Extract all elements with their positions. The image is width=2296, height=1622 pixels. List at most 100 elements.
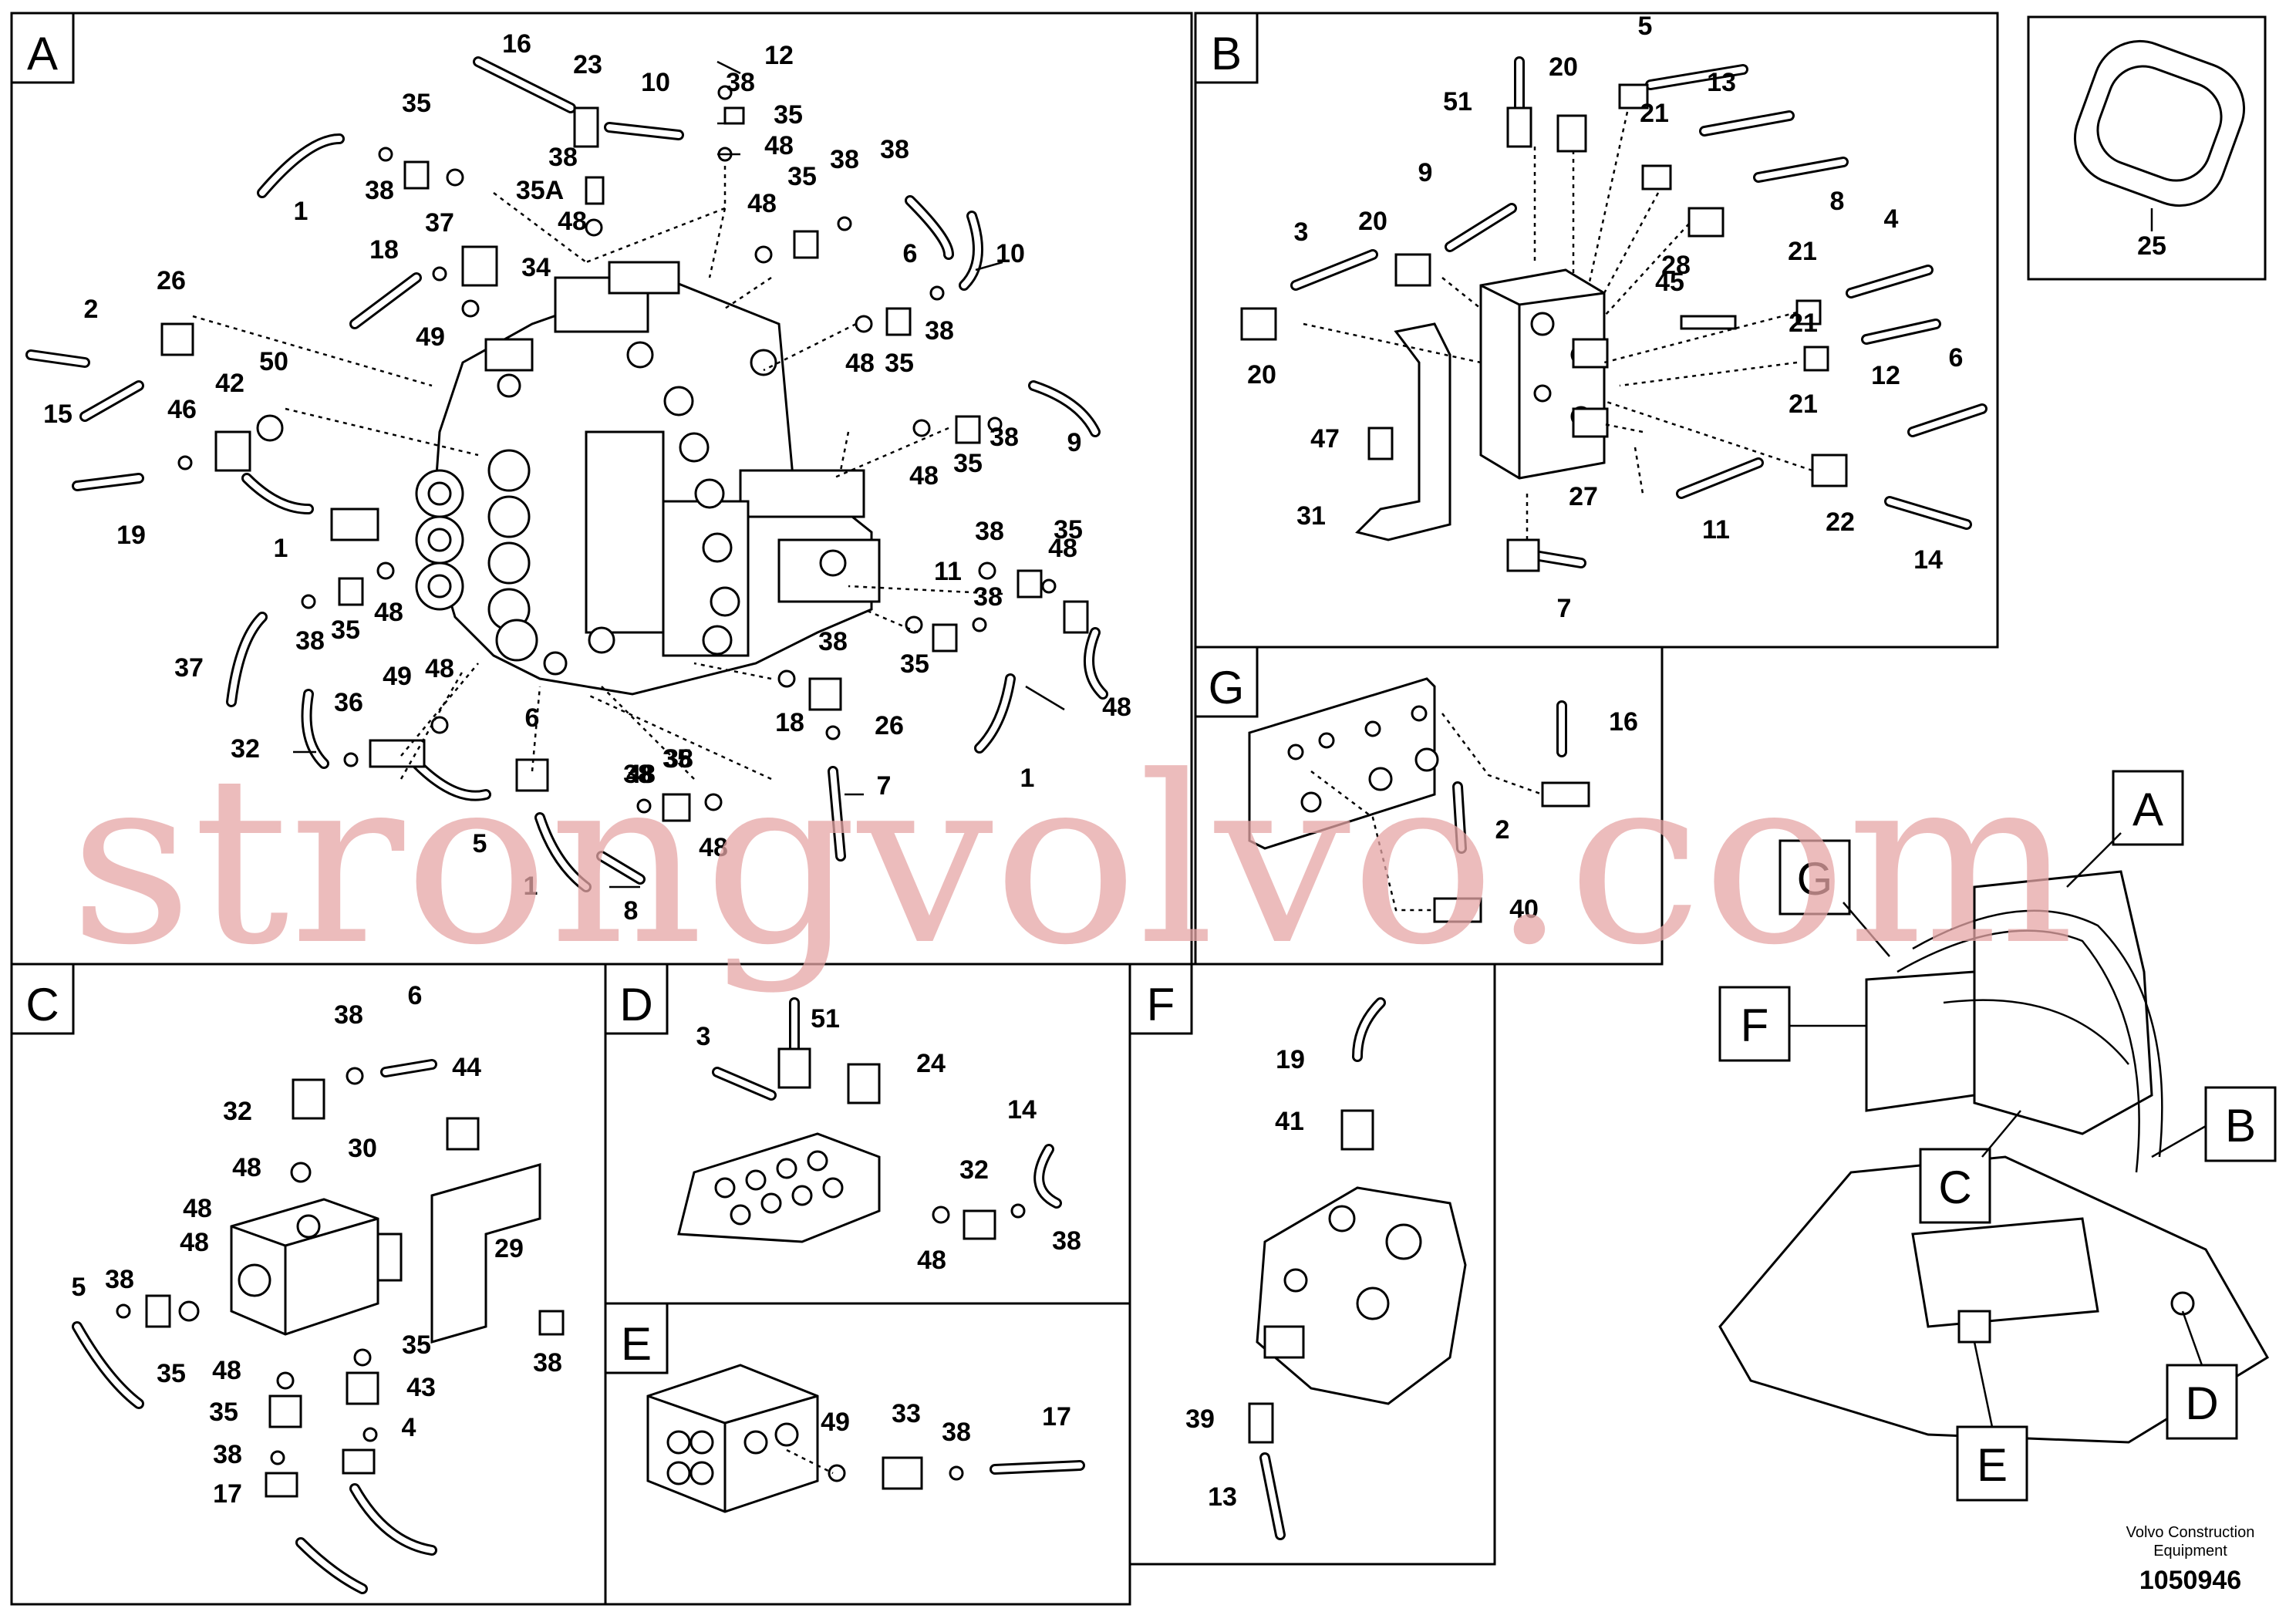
svg-text:E: E bbox=[1977, 1439, 2008, 1491]
panel-g-drawing bbox=[1248, 677, 1590, 923]
callout-c-12: 48 bbox=[212, 1356, 241, 1385]
callout-g-0: 16 bbox=[1609, 707, 1638, 737]
callout-a-3: 38 bbox=[726, 68, 755, 97]
svg-text:F: F bbox=[1741, 1000, 1769, 1051]
callout-c-2: 44 bbox=[452, 1053, 481, 1082]
callout-b-22: 11 bbox=[1702, 515, 1730, 545]
svg-text:G: G bbox=[1797, 853, 1833, 905]
panel-letter-c: C bbox=[10, 963, 75, 1035]
overview-label-b: B bbox=[2151, 1086, 2277, 1162]
panel-a-connection-lines bbox=[192, 166, 1003, 781]
mounting-plate bbox=[1248, 677, 1436, 850]
callout-a-19: 37 bbox=[425, 208, 454, 238]
svg-text:C: C bbox=[25, 979, 59, 1030]
callout-a-30: 15 bbox=[43, 400, 72, 429]
callout-b-7: 20 bbox=[1358, 207, 1387, 236]
callout-a-13: 48 bbox=[558, 207, 587, 236]
callout-a-58: 38 bbox=[664, 744, 693, 774]
svg-text:C: C bbox=[1938, 1162, 1971, 1213]
callout-b-20: 27 bbox=[1569, 482, 1598, 511]
callout-a-14: 48 bbox=[747, 189, 777, 218]
callout-c-13: 35 bbox=[402, 1330, 431, 1360]
callout-a-62: 7 bbox=[877, 771, 892, 801]
footer-drawing-number: 1050946 bbox=[2139, 1566, 2242, 1595]
callout-a-40: 38 bbox=[295, 626, 325, 656]
callout-a-2: 12 bbox=[764, 41, 794, 70]
callout-a-35: 9 bbox=[1067, 428, 1082, 457]
callout-a-37: 1 bbox=[274, 534, 288, 563]
callout-b-14: 21 bbox=[1789, 309, 1818, 338]
callout-f-2: 39 bbox=[1185, 1404, 1215, 1434]
callout-b-3: 13 bbox=[1707, 68, 1736, 97]
watermark-text: strongvolvo.com bbox=[69, 727, 2075, 996]
overview-label-d: D bbox=[2166, 1310, 2238, 1440]
callout-a-46: 37 bbox=[174, 653, 204, 683]
callout-d-2: 24 bbox=[916, 1049, 946, 1078]
callout-a-54: 6 bbox=[525, 703, 540, 733]
callout-a-29: 50 bbox=[259, 347, 288, 376]
callout-g-1: 2 bbox=[1495, 815, 1510, 845]
callout-b-17: 47 bbox=[1310, 424, 1340, 454]
overview-label-f: F bbox=[1718, 986, 1866, 1062]
callout-b-5: 9 bbox=[1418, 158, 1433, 187]
valve-block-27 bbox=[1479, 268, 1606, 480]
callout-a-21: 34 bbox=[521, 253, 551, 282]
callout-a-50: 35 bbox=[900, 649, 929, 679]
callout-c-14: 35 bbox=[209, 1398, 238, 1427]
callout-a-32: 48 bbox=[909, 461, 939, 491]
overview-label-a: A bbox=[2066, 770, 2184, 888]
callout-c-4: 30 bbox=[348, 1134, 377, 1163]
callout-a-6: 48 bbox=[764, 131, 794, 160]
callout-a-11: 38 bbox=[830, 145, 859, 174]
callout-b-4: 21 bbox=[1640, 99, 1669, 128]
callout-b-2: 20 bbox=[1549, 52, 1578, 82]
callout-a-23: 2 bbox=[84, 295, 99, 324]
panel-b-drawing bbox=[1240, 56, 1988, 572]
callout-c-16: 38 bbox=[533, 1348, 562, 1378]
callout-a-64: 1 bbox=[1020, 764, 1035, 793]
callout-a-43: 48 bbox=[1048, 534, 1077, 563]
callout-a-49: 48 bbox=[425, 654, 454, 683]
callout-e-1: 33 bbox=[892, 1399, 921, 1428]
overview-label-e: E bbox=[1956, 1341, 2028, 1502]
callout-b-8: 3 bbox=[1294, 218, 1309, 247]
callout-a-45: 38 bbox=[973, 582, 1003, 612]
callout-a-7: 35 bbox=[402, 89, 431, 118]
callout-b-23: 31 bbox=[1296, 501, 1326, 531]
callout-b-24: 7 bbox=[1557, 594, 1572, 623]
callout-a-38: 48 bbox=[374, 598, 403, 627]
callout-a-59: 5 bbox=[473, 829, 487, 858]
callout-a-5: 10 bbox=[641, 68, 670, 97]
callout-c-19: 17 bbox=[213, 1479, 242, 1509]
panel-f-frame bbox=[1128, 963, 1496, 1566]
callout-a-0: 16 bbox=[502, 29, 531, 59]
callout-a-22: 26 bbox=[157, 266, 186, 295]
svg-text:G: G bbox=[1209, 662, 1245, 713]
svg-text:D: D bbox=[619, 979, 652, 1030]
svg-text:B: B bbox=[2225, 1100, 2256, 1152]
callout-c-9: 38 bbox=[105, 1265, 134, 1294]
callout-b-9: 28 bbox=[1661, 251, 1691, 280]
callout-c-6: 48 bbox=[183, 1194, 212, 1223]
svg-text:E: E bbox=[621, 1318, 652, 1370]
panel-b-hoses bbox=[1290, 56, 1988, 568]
panel-d-frame bbox=[604, 963, 1131, 1305]
overview-label-g: G bbox=[1778, 839, 1890, 957]
callout-a-20: 18 bbox=[369, 235, 399, 265]
callout-c-17: 38 bbox=[213, 1440, 242, 1469]
footer-company-line1: Volvo Construction bbox=[2126, 1524, 2255, 1541]
callout-a-8: 38 bbox=[365, 176, 394, 205]
callout-a-57: 48 bbox=[626, 760, 656, 789]
svg-text:A: A bbox=[27, 28, 58, 79]
callout-inset: 25 bbox=[2137, 231, 2166, 261]
callout-a-39: 35 bbox=[331, 615, 360, 645]
callout-b-21: 14 bbox=[1913, 545, 1943, 575]
callout-a-17: 6 bbox=[903, 239, 918, 268]
bracket-31 bbox=[1355, 322, 1451, 541]
callout-a-25: 48 bbox=[845, 349, 875, 378]
machine-overview bbox=[1718, 870, 2270, 1444]
callout-a-34: 38 bbox=[990, 423, 1019, 452]
callout-f-3: 13 bbox=[1208, 1482, 1237, 1512]
panel-c-drawing bbox=[72, 1059, 565, 1594]
